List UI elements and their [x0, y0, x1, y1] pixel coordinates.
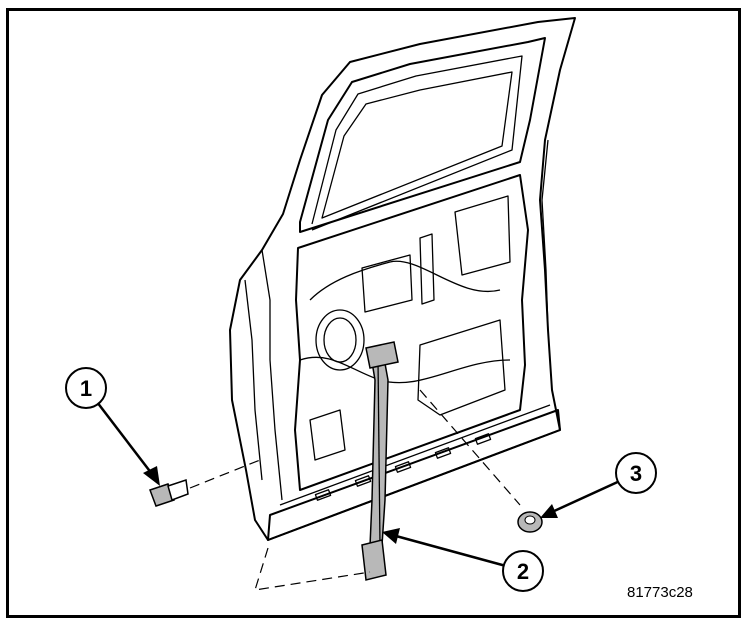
regulator-track	[361, 341, 399, 581]
mount-line-nut	[419, 389, 521, 506]
callout-3: 3	[540, 452, 657, 518]
callout-3-number: 3	[630, 461, 642, 486]
callout-2: 2	[382, 528, 544, 592]
callout-1-number: 1	[80, 376, 92, 401]
figure-id: 81773c28	[627, 584, 693, 601]
callout-1: 1	[65, 367, 160, 486]
door-shell	[229, 17, 576, 541]
callout-2-number: 2	[517, 559, 529, 584]
bolt-part	[149, 479, 189, 507]
nut-part	[517, 511, 543, 533]
mount-line-track	[254, 547, 371, 591]
mount-line-bolt	[189, 459, 261, 489]
